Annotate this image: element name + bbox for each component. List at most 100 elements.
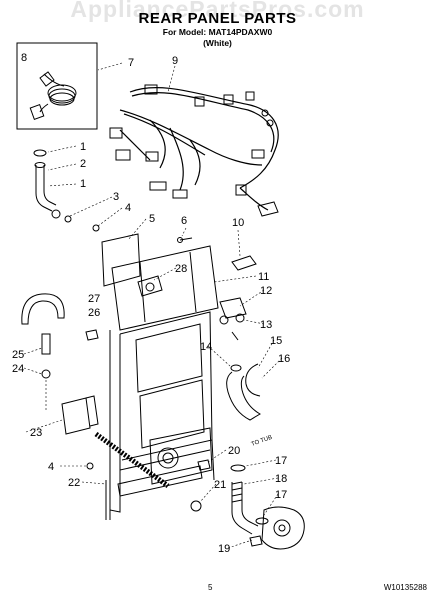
drain-hose	[226, 371, 261, 421]
water-valve	[219, 315, 229, 325]
power-cord-coil	[29, 71, 77, 120]
part-8-box	[16, 42, 98, 130]
color-label: (White)	[203, 38, 232, 48]
page-title: REAR PANEL PARTS	[138, 10, 297, 27]
screw	[64, 215, 72, 223]
callout-4b: 4	[48, 461, 54, 473]
connector	[172, 189, 188, 199]
clamp	[230, 464, 246, 472]
wire-harness	[119, 86, 279, 211]
connector	[194, 96, 205, 107]
callout-9: 9	[172, 55, 178, 67]
callout-13: 13	[260, 319, 272, 331]
callout-14: 14	[200, 341, 212, 353]
callout-25: 25	[12, 349, 24, 361]
inlet-elbow	[34, 162, 46, 168]
pump-clip	[249, 535, 263, 547]
washer	[33, 149, 47, 157]
inlet-elbow	[43, 165, 57, 206]
screw	[92, 224, 100, 232]
base-rail	[117, 465, 203, 497]
document-number: W10135288	[383, 583, 427, 592]
pump-hose	[241, 482, 259, 527]
screw	[86, 462, 94, 470]
connector	[144, 84, 158, 95]
callout-15: 15	[270, 335, 282, 347]
hose-clamp	[230, 364, 242, 372]
valve-hose	[231, 331, 239, 341]
screw	[177, 237, 183, 243]
rear-panel-part-5	[101, 233, 141, 287]
part-28	[145, 282, 155, 292]
cabinet-frame	[109, 311, 215, 513]
to-tub-label: TO TUB	[251, 435, 274, 448]
drain-bracket	[61, 397, 91, 435]
rear-panel-main	[189, 251, 197, 313]
hose-hook	[21, 293, 65, 325]
callout-7: 7	[128, 57, 134, 69]
drain-bracket	[85, 395, 99, 427]
model-subtitle: For Model: MAT14PDAXW0	[162, 27, 273, 37]
drain-pump	[278, 524, 286, 532]
foot	[190, 500, 202, 512]
callout-23: 23	[30, 427, 42, 439]
hose-clamp	[245, 363, 261, 397]
hose-segment	[41, 333, 51, 355]
callout-16: 16	[278, 353, 290, 365]
part-28	[137, 275, 163, 297]
callout-24: 24	[12, 363, 24, 375]
pump-hose	[231, 481, 243, 503]
callout-21: 21	[214, 479, 226, 491]
callout-5: 5	[149, 213, 155, 225]
connector	[245, 91, 255, 101]
callout-17: 17	[275, 455, 287, 467]
rear-panel-main	[111, 245, 219, 331]
part-10-bracket	[231, 255, 257, 271]
callout-10: 10	[232, 217, 244, 229]
water-valve	[219, 297, 247, 319]
callout-22: 22	[68, 477, 80, 489]
callout-3: 3	[113, 191, 119, 203]
spring	[94, 431, 170, 489]
connector	[115, 149, 131, 161]
connector	[223, 94, 234, 105]
drain-pump	[261, 506, 305, 550]
callout-6: 6	[181, 215, 187, 227]
connector	[261, 109, 269, 117]
inlet-elbow	[35, 165, 53, 212]
callout-19: 19	[218, 543, 230, 555]
connector	[109, 127, 123, 139]
callout-27: 27	[88, 293, 100, 305]
clip	[85, 329, 99, 341]
connector	[266, 119, 274, 127]
callout-12: 12	[260, 285, 272, 297]
clip	[197, 459, 211, 471]
page-number: 5	[208, 583, 213, 592]
connector	[251, 149, 265, 159]
callout-26: 26	[88, 307, 100, 319]
part-10-connector	[257, 201, 279, 217]
connector	[235, 184, 247, 196]
callout-2: 2	[80, 158, 86, 170]
connector	[149, 181, 167, 191]
callout-20: 20	[228, 445, 240, 457]
water-valve	[235, 313, 245, 323]
callout-4: 4	[125, 202, 131, 214]
rear-panel-main	[139, 261, 146, 323]
drain-pump	[273, 519, 291, 537]
watermark: AppliancePartsPros.com	[70, 0, 365, 22]
washer	[51, 209, 61, 219]
clamp	[41, 369, 51, 379]
callout-17b: 17	[275, 489, 287, 501]
callout-18: 18	[275, 473, 287, 485]
callout-1: 1	[80, 141, 86, 153]
callout-28: 28	[175, 263, 187, 275]
connector	[145, 151, 159, 162]
callout-1b: 1	[80, 178, 86, 190]
leader-lines	[23, 62, 283, 549]
pump-hose	[231, 482, 253, 535]
callout-8: 8	[21, 52, 27, 64]
clamp	[255, 517, 269, 525]
callout-11: 11	[258, 271, 269, 283]
